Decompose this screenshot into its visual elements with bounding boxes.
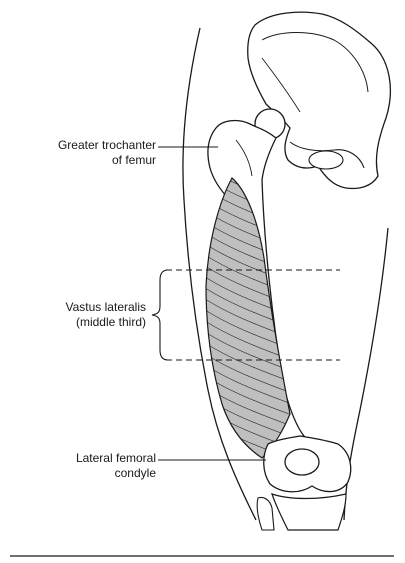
tibia-head — [272, 494, 346, 530]
label-vastus-lateralis-line1: Vastus lateralis — [66, 300, 146, 315]
label-lateral-condyle-line2: condyle — [76, 466, 156, 481]
label-greater-trochanter-line1: Greater trochanter — [58, 138, 156, 153]
label-lateral-condyle: Lateral femoral condyle — [76, 451, 156, 481]
label-vastus-lateralis: Vastus lateralis (middle third) — [66, 300, 146, 330]
label-lateral-condyle-line1: Lateral femoral — [76, 451, 156, 466]
obturator-foramen — [309, 151, 343, 169]
label-greater-trochanter-line2: of femur — [58, 153, 156, 168]
middle-third-brace — [152, 270, 168, 360]
label-vastus-lateralis-line2: (middle third) — [66, 315, 146, 330]
patella — [285, 449, 319, 475]
fibula-head — [257, 497, 274, 530]
label-greater-trochanter: Greater trochanter of femur — [58, 138, 156, 168]
